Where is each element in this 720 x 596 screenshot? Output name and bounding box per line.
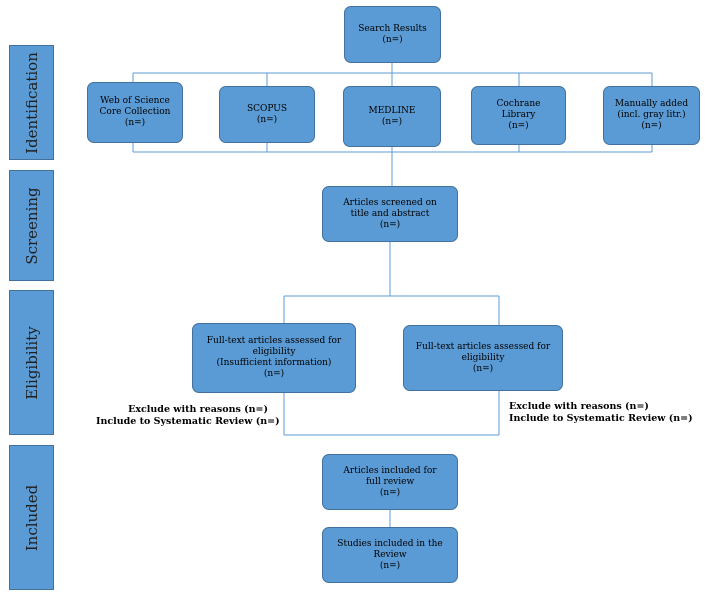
medline-count: (n=) [381, 116, 403, 127]
search-results-box: Search Results (n=) [344, 6, 441, 63]
scopus-box: SCOPUS (n=) [219, 86, 315, 143]
fulltext-insufficient-label: Full-text articles assessed for [206, 336, 342, 346]
studies-included-count: (n=) [379, 560, 401, 571]
web-of-science-label: Web of Science [100, 96, 170, 106]
studies-included-label-2: Review [373, 549, 407, 560]
scopus-label: SCOPUS [246, 103, 288, 114]
cochrane-label-2: Library [501, 110, 536, 120]
articles-included-box: Articles included for full review (n=) [322, 454, 458, 510]
phase-identification-label: Identification [22, 51, 41, 154]
manually-added-count: (n=) [641, 121, 662, 131]
articles-included-label-2: full review [365, 476, 415, 487]
articles-screened-label: Articles screened on [343, 197, 437, 208]
fulltext-eligible-count: (n=) [472, 363, 494, 374]
manually-added-label: Manually added [614, 99, 689, 109]
web-of-science-label-2: Core Collection [99, 107, 171, 117]
fulltext-eligible-label-2: eligibility [461, 352, 505, 363]
fulltext-eligible-box: Full-text articles assessed for eligibil… [403, 325, 563, 391]
fulltext-eligible-label: Full-text articles assessed for [415, 341, 551, 352]
left-exclude-text: Exclude with reasons (n=) [128, 404, 268, 415]
articles-screened-count: (n=) [379, 219, 401, 230]
articles-screened-box: Articles screened on title and abstract … [322, 186, 458, 242]
phase-eligibility-label: Eligibility [22, 325, 41, 400]
cochrane-count: (n=) [508, 121, 529, 131]
articles-included-label: Articles included for [343, 465, 437, 476]
fulltext-insufficient-box: Full-text articles assessed for eligibil… [192, 323, 356, 393]
manually-added-box: Manually added (incl. gray litr.) (n=) [603, 86, 700, 145]
phase-identification: Identification [9, 45, 54, 160]
phase-screening: Screening [9, 170, 54, 281]
right-exclusion-note: Exclude with reasons (n=) Include to Sys… [509, 401, 693, 425]
studies-included-label: Studies included in the [337, 538, 443, 549]
web-of-science-count: (n=) [124, 118, 146, 128]
manually-added-label-2: (incl. gray litr.) [617, 110, 686, 120]
phase-included: Included [9, 445, 54, 590]
fulltext-insufficient-label-3: (Insufficient information) [216, 358, 332, 368]
cochrane-label: Cochrane [496, 99, 541, 109]
fulltext-insufficient-count: (n=) [263, 369, 285, 379]
left-exclusion-note: Exclude with reasons (n=) Include to Sys… [96, 404, 280, 428]
right-exclude-text: Exclude with reasons (n=) [509, 401, 649, 412]
right-include-text: Include to Systematic Review (n=) [509, 413, 693, 424]
cochrane-box: Cochrane Library (n=) [471, 86, 566, 145]
search-results-label: Search Results [358, 23, 427, 34]
search-results-count: (n=) [382, 34, 403, 45]
web-of-science-box: Web of Science Core Collection (n=) [87, 82, 183, 143]
articles-included-count: (n=) [379, 487, 401, 498]
scopus-count: (n=) [256, 114, 278, 125]
phase-screening-label: Screening [22, 186, 41, 265]
phase-eligibility: Eligibility [9, 290, 54, 435]
articles-screened-label-2: title and abstract [350, 208, 430, 219]
medline-label: MEDLINE [368, 105, 416, 116]
left-include-text: Include to Systematic Review (n=) [96, 416, 280, 427]
medline-box: MEDLINE (n=) [343, 86, 441, 147]
studies-included-box: Studies included in the Review (n=) [322, 527, 458, 583]
fulltext-insufficient-label-2: eligibility [252, 347, 296, 357]
phase-included-label: Included [22, 484, 41, 551]
